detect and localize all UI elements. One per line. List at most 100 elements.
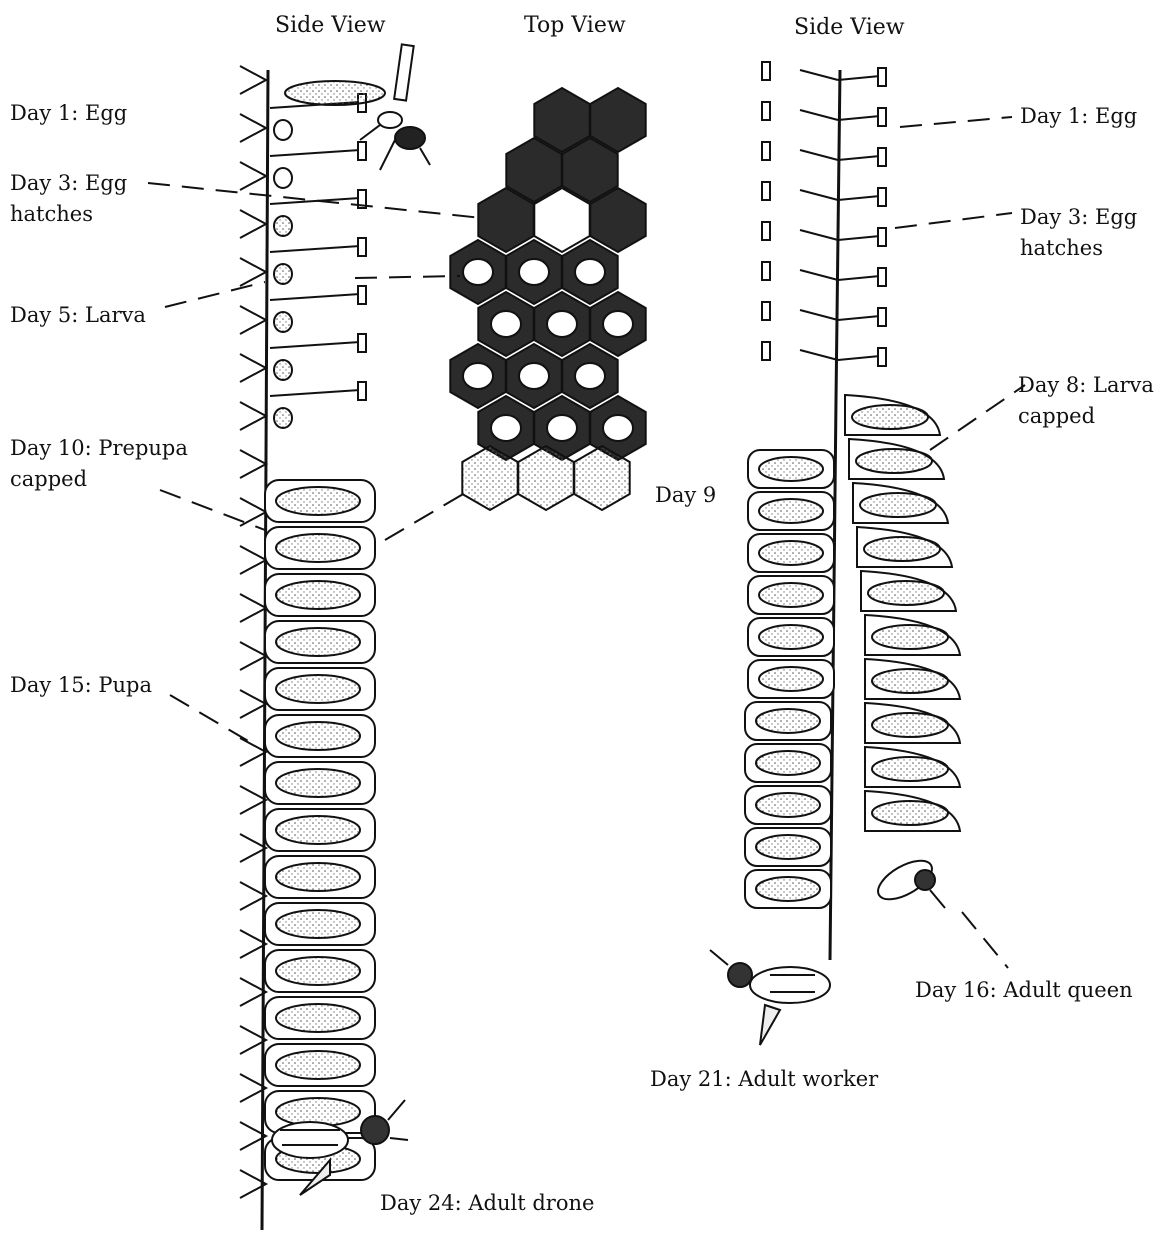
left-pupa — [276, 1051, 360, 1079]
title-top-view: Top View — [524, 10, 626, 41]
worker-pupa — [759, 457, 823, 481]
right-rib-rim — [762, 342, 770, 360]
queen-pupa — [860, 493, 936, 517]
larva — [575, 363, 605, 389]
label-right-day21-worker: Day 21: Adult worker — [650, 1064, 878, 1095]
queen-pupa — [868, 581, 944, 605]
right-emerging-worker — [710, 950, 830, 1045]
left-rib — [240, 642, 266, 670]
label-right-day8-line1: Day 8: Larva — [1018, 370, 1154, 401]
left-brood — [274, 120, 292, 140]
right-worker-comb — [710, 62, 960, 1045]
title-right-side-view: Side View — [794, 12, 905, 43]
label-right-day8-larva: Day 8: Larva capped — [1018, 370, 1154, 432]
left-cell-wall — [270, 246, 360, 252]
label-left-day10-prepupa: Day 10: Prepupa capped — [10, 433, 188, 495]
label-left-day3-hatches: Day 3: Egg hatches — [10, 168, 127, 230]
worker-pupa — [756, 877, 820, 901]
queen-pupa — [872, 713, 948, 737]
right-rib-rim — [878, 228, 886, 246]
right-rib-rim — [762, 222, 770, 240]
right-rib-rim — [762, 142, 770, 160]
right-rib — [800, 270, 880, 280]
left-pupa — [276, 675, 360, 703]
left-rib — [240, 114, 266, 142]
left-brood — [274, 312, 292, 332]
left-pupa — [276, 487, 360, 515]
left-open-cells — [270, 94, 366, 428]
larva — [519, 363, 549, 389]
left-pupa — [276, 628, 360, 656]
label-left-day10-line1: Day 10: Prepupa — [10, 433, 188, 464]
label-right-day3-line2: hatches — [1020, 233, 1137, 264]
right-rib-rim — [878, 348, 886, 366]
queen-pupa — [864, 537, 940, 561]
right-rib-rim — [762, 262, 770, 280]
larva — [547, 415, 577, 441]
queen-pupa — [872, 625, 948, 649]
worker-pupa — [759, 667, 823, 691]
left-rib — [240, 402, 266, 430]
left-rib — [240, 690, 266, 718]
label-left-day15-pupa: Day 15: Pupa — [10, 670, 152, 701]
larva — [463, 363, 493, 389]
left-rib — [240, 786, 266, 814]
right-rib-rim — [762, 102, 770, 120]
left-rib — [240, 594, 266, 622]
label-right-day1-egg: Day 1: Egg — [1020, 101, 1137, 132]
worker-pupa — [759, 583, 823, 607]
label-right-day16-queen: Day 16: Adult queen — [915, 975, 1133, 1006]
label-day9: Day 9 — [655, 480, 716, 511]
queen-pupa — [856, 449, 932, 473]
left-pupa — [276, 957, 360, 985]
worker-pupa — [756, 709, 820, 733]
worker-pupa — [759, 625, 823, 649]
larva — [519, 259, 549, 285]
label-left-day24-drone: Day 24: Adult drone — [380, 1188, 594, 1219]
larva — [575, 259, 605, 285]
right-rib-rim — [762, 62, 770, 80]
larva — [603, 311, 633, 337]
right-rib — [800, 230, 880, 240]
top-view-honeycomb — [450, 88, 645, 510]
left-pupa — [276, 863, 360, 891]
left-cell-rim — [358, 382, 366, 400]
label-right-day8-line2: capped — [1018, 401, 1154, 432]
left-brood — [274, 216, 292, 236]
right-rib-rim — [762, 302, 770, 320]
left-rib — [240, 450, 266, 478]
left-pupa — [276, 910, 360, 938]
queen-pupa — [872, 757, 948, 781]
label-right-day3-hatches: Day 3: Egg hatches — [1020, 202, 1137, 264]
left-pupa — [276, 581, 360, 609]
left-pupa — [276, 816, 360, 844]
label-left-day3-line2: hatches — [10, 199, 127, 230]
label-left-day1-egg: Day 1: Egg — [10, 98, 127, 129]
right-rib-rim — [878, 268, 886, 286]
larva — [491, 311, 521, 337]
left-rib — [240, 66, 266, 94]
left-cell-rim — [358, 238, 366, 256]
left-rib — [240, 162, 266, 190]
left-cell-wall — [270, 294, 360, 300]
queen-pupa — [872, 669, 948, 693]
worker-pupa — [756, 751, 820, 775]
left-pupa — [276, 769, 360, 797]
left-rib — [240, 546, 266, 574]
left-rib — [240, 834, 266, 862]
queen-pupa — [852, 405, 928, 429]
left-cell-wall — [270, 342, 360, 348]
right-worker-cells — [745, 450, 834, 908]
larva — [491, 415, 521, 441]
worker-pupa — [756, 793, 820, 817]
right-rib-rim — [762, 182, 770, 200]
left-cell-rim — [358, 142, 366, 160]
left-pupa — [276, 722, 360, 750]
title-left-side-view: Side View — [275, 10, 386, 41]
left-cell-wall — [270, 150, 360, 156]
right-rib — [800, 350, 880, 360]
worker-pupa — [759, 499, 823, 523]
left-brood — [274, 168, 292, 188]
left-brood — [274, 264, 292, 284]
